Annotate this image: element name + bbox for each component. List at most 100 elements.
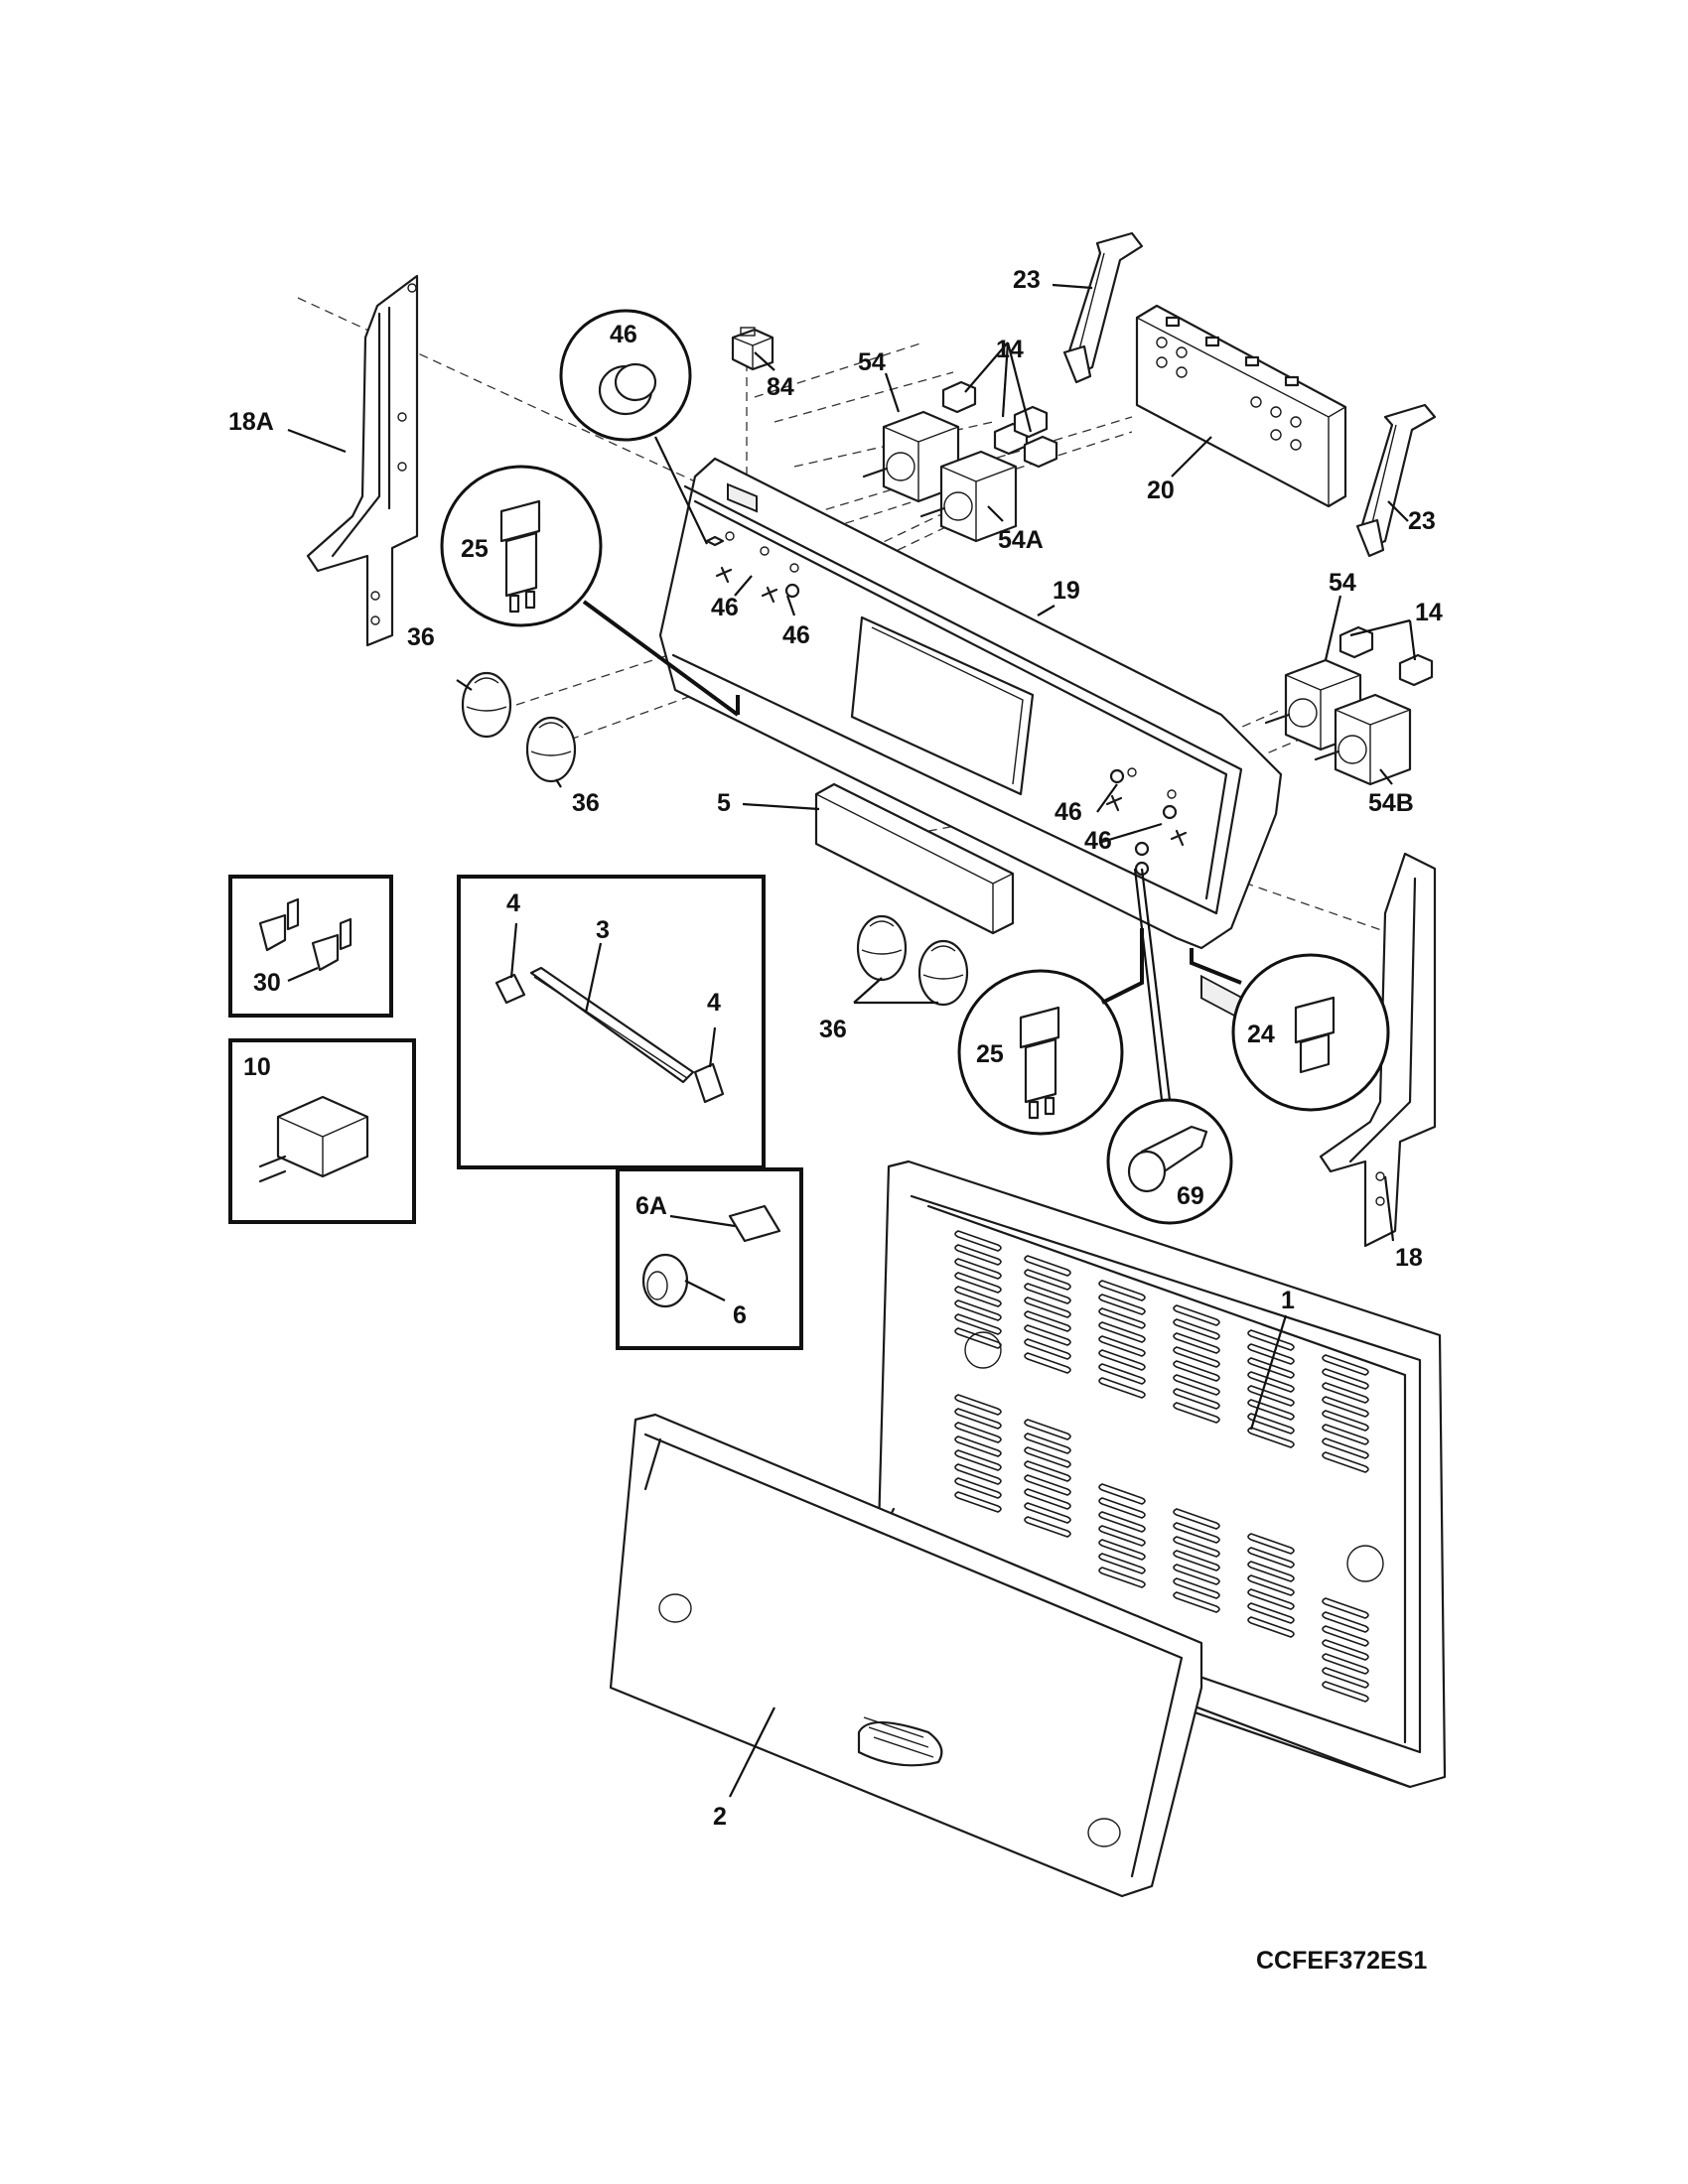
label-5: 5: [717, 789, 731, 817]
louver-slot: [1098, 1280, 1146, 1301]
louver-slot: [1247, 1547, 1295, 1569]
louver-slot: [1247, 1343, 1295, 1365]
label-23-top: 23: [1013, 266, 1041, 294]
label-19: 19: [1053, 577, 1080, 605]
louver-slot: [1098, 1321, 1146, 1343]
louver-slot: [1024, 1310, 1071, 1332]
louver-slot: [1322, 1653, 1369, 1675]
louver-slot: [1098, 1511, 1146, 1533]
label-46-b: 46: [782, 621, 810, 649]
louver-slot: [954, 1313, 1002, 1335]
louver-slot: [954, 1491, 1002, 1513]
label-54a: 54A: [998, 526, 1044, 554]
louver-slot: [1322, 1354, 1369, 1376]
inset-30: [228, 875, 393, 1018]
part-2-lower-panel: [609, 1413, 1203, 1898]
louver-slot: [1024, 1338, 1071, 1360]
louver-slot: [1024, 1255, 1071, 1277]
louver-slot: [1322, 1625, 1369, 1647]
louver-slot: [1322, 1368, 1369, 1390]
label-6a: 6A: [635, 1192, 667, 1220]
louver-slot: [1173, 1536, 1220, 1558]
louver-slot: [1247, 1385, 1295, 1407]
part-54-right-switches: [1264, 658, 1412, 786]
part-5-trim: [814, 782, 1015, 935]
label-46-a: 46: [711, 594, 739, 621]
label-54-top: 54: [858, 348, 886, 376]
louver-slot: [1098, 1294, 1146, 1315]
louver-slot: [954, 1286, 1002, 1307]
louver-slot: [1173, 1346, 1220, 1368]
louver-slot: [1322, 1451, 1369, 1473]
louver-slot: [1024, 1516, 1071, 1538]
label-24: 24: [1247, 1021, 1275, 1048]
louver-slot: [1247, 1357, 1295, 1379]
label-3: 3: [596, 916, 610, 944]
louver-slot: [954, 1244, 1002, 1266]
callout-69: [1106, 868, 1233, 1225]
louver-slot: [954, 1230, 1002, 1252]
louver-slot: [1024, 1433, 1071, 1454]
label-36-a: 36: [407, 623, 435, 651]
part-18a-side-bracket: [306, 274, 419, 647]
louver-slot: [1322, 1667, 1369, 1689]
part-labels: 46 84 54 14 23 18A 25 54A 20 23 19 46 46…: [228, 266, 1443, 1975]
callout-25-right: [957, 928, 1144, 1136]
label-46-circle: 46: [610, 321, 637, 348]
louver-slot: [1247, 1588, 1295, 1610]
part-54-top-switches: [862, 410, 1018, 543]
louver-slot: [1247, 1427, 1295, 1448]
label-69: 69: [1177, 1182, 1204, 1210]
part-19-control-panel: [658, 457, 1283, 950]
inset-10: [228, 1038, 416, 1224]
louver-slot: [1173, 1402, 1220, 1424]
louver-slot: [1024, 1474, 1071, 1496]
louver-slot: [1173, 1591, 1220, 1613]
louver-slot: [1173, 1550, 1220, 1571]
louver-slot: [1024, 1460, 1071, 1482]
louver-slot: [954, 1408, 1002, 1430]
diagram-code: CCFEF372ES1: [1256, 1947, 1427, 1975]
label-54b: 54B: [1368, 789, 1414, 817]
louver-slot: [1024, 1502, 1071, 1524]
louver-slot: [1173, 1304, 1220, 1326]
louver-slot: [1098, 1525, 1146, 1547]
louver-slot: [1098, 1567, 1146, 1588]
label-25-left: 25: [461, 535, 489, 563]
label-1: 1: [1281, 1287, 1295, 1314]
louver-slot: [1247, 1371, 1295, 1393]
louver-slot: [954, 1449, 1002, 1471]
label-30: 30: [253, 969, 281, 997]
louver-slot: [1247, 1574, 1295, 1596]
louver-slot: [1322, 1437, 1369, 1459]
louver-slot: [1098, 1497, 1146, 1519]
louver-slot: [1098, 1307, 1146, 1329]
label-20: 20: [1147, 477, 1175, 504]
louver-slot: [1024, 1419, 1071, 1440]
louver-slot: [1173, 1522, 1220, 1544]
callout-25-left: [440, 465, 740, 717]
louver-slot: [1098, 1539, 1146, 1561]
louver-slot: [1322, 1424, 1369, 1445]
louver-slot: [954, 1272, 1002, 1294]
label-46-d: 46: [1084, 827, 1112, 855]
label-14-right: 14: [1415, 599, 1443, 626]
label-36-b: 36: [572, 789, 600, 817]
part-20-control-board: [1135, 304, 1347, 1022]
part-18-side-bracket: [1319, 852, 1437, 1248]
louver-slot: [1024, 1283, 1071, 1304]
louver-slot: [1322, 1639, 1369, 1661]
label-14-top: 14: [996, 336, 1024, 363]
louver-slot: [1173, 1374, 1220, 1396]
callout-46: [559, 309, 708, 545]
louver-slot: [1173, 1388, 1220, 1410]
label-46-c: 46: [1055, 798, 1082, 826]
label-36-c: 36: [819, 1016, 847, 1043]
louver-slot: [954, 1463, 1002, 1485]
louver-slot: [1098, 1483, 1146, 1505]
louver-slot: [1247, 1561, 1295, 1582]
louver-slot: [1247, 1533, 1295, 1555]
louver-slot: [1098, 1363, 1146, 1385]
part-23-clip-right: [1355, 403, 1437, 558]
